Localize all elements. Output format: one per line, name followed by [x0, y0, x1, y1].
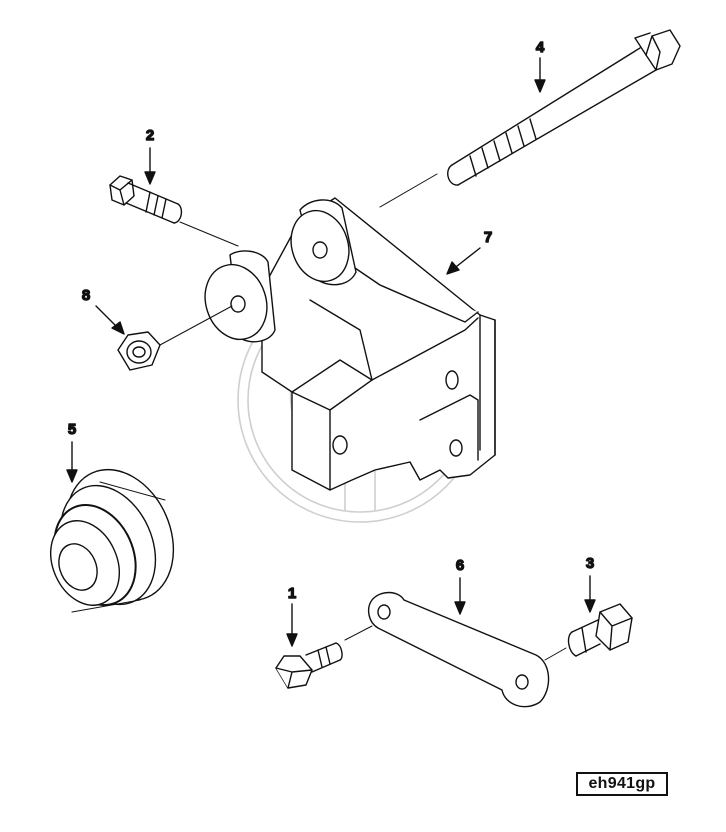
callout-6: 6	[456, 557, 464, 574]
part-5-pulley	[50, 468, 175, 613]
callout-arrows	[66, 57, 596, 647]
reference-code-label: eh941gp	[576, 772, 668, 796]
part-7-bracket	[204, 197, 496, 491]
callout-7: 7	[484, 229, 492, 246]
callout-2: 2	[146, 127, 154, 144]
callout-1: 1	[288, 585, 296, 602]
callout-4: 4	[536, 39, 545, 56]
callout-8: 8	[82, 287, 90, 304]
part-4-long-bolt	[379, 29, 681, 208]
callout-3: 3	[586, 555, 594, 572]
part-8-hex-nut	[117, 305, 233, 371]
part-3-hex-bolt	[544, 603, 633, 661]
part-2-short-bolt	[109, 175, 239, 247]
callout-5: 5	[68, 421, 76, 438]
part-6-link-arm	[367, 591, 550, 708]
part-1-flange-bolt	[275, 625, 373, 689]
